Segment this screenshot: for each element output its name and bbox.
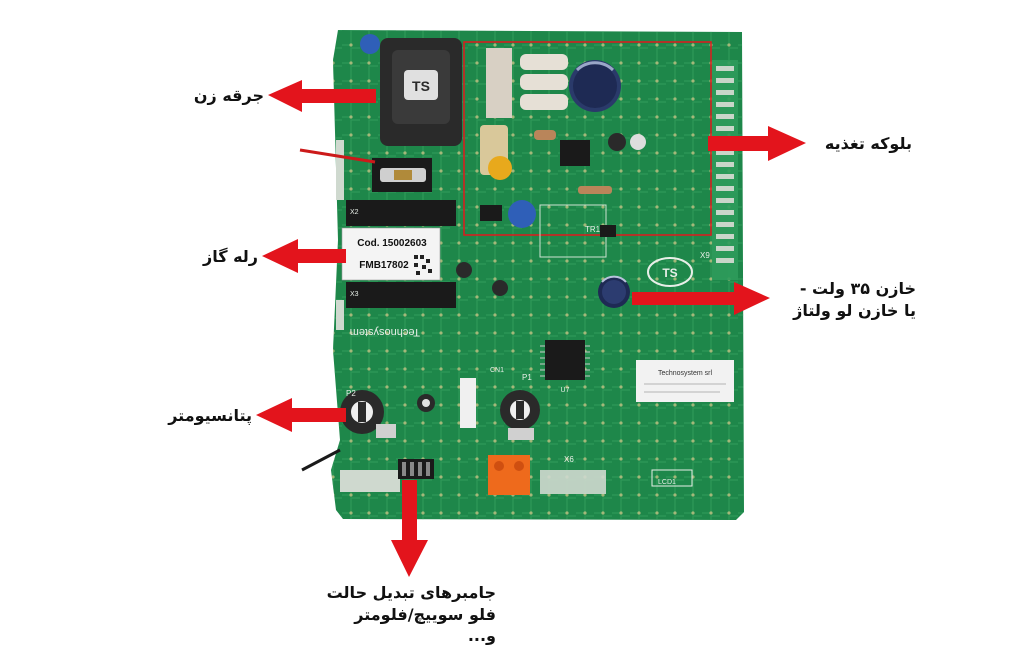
small-capacitor bbox=[456, 262, 472, 278]
bottom-connector bbox=[540, 470, 606, 494]
label-ignition-coil: جرقه زن bbox=[193, 86, 264, 105]
potentiometer-right bbox=[500, 390, 540, 440]
sticker-code: Cod. 15002603 bbox=[357, 238, 427, 249]
lcd1-footprint bbox=[651, 469, 693, 487]
board-logo-text: TS bbox=[662, 266, 677, 280]
potentiometer-left bbox=[340, 390, 396, 438]
board-brand-text: Technosystem bbox=[350, 326, 420, 338]
label-jumpers-line2: فلو سوییچ/فلومتر bbox=[354, 604, 496, 624]
x9-marking: X9 bbox=[700, 251, 710, 260]
sticker-model: FMB17802 bbox=[359, 260, 409, 271]
arrow-potentiometer bbox=[256, 398, 346, 432]
label-jumpers-line3: و... bbox=[467, 626, 496, 646]
p2-marking: P2 bbox=[346, 389, 356, 398]
arrow-jumpers bbox=[391, 480, 428, 577]
info-label-text: Technosystem srl bbox=[658, 370, 713, 377]
label-potentiometer: پتانسیومتر bbox=[168, 406, 252, 425]
jumper-block bbox=[398, 459, 434, 479]
arrow-power-block bbox=[708, 126, 806, 161]
cn1-marking: CN1 bbox=[490, 367, 504, 374]
board-logo: TS bbox=[647, 257, 693, 287]
u7-marking: U7 bbox=[561, 387, 570, 394]
ignition-coil-component: TS bbox=[380, 38, 462, 146]
label-capacitor-line2: یا خازن لو ولتاژ bbox=[793, 300, 916, 320]
p1-marking: P1 bbox=[522, 373, 532, 382]
orange-terminal bbox=[488, 455, 530, 495]
arrow-capacitor bbox=[632, 282, 770, 315]
ignition-logo-text: TS bbox=[412, 78, 430, 94]
small-ic bbox=[600, 225, 616, 237]
label-capacitor: خازن ۳۵ ولت - یا خازن لو ولتاژ bbox=[776, 278, 916, 321]
microcontroller-chip: U7 bbox=[540, 340, 590, 394]
red-wire bbox=[299, 148, 376, 164]
label-power-block: بلوکه تغذیه bbox=[824, 134, 912, 153]
x3-marking: X3 bbox=[350, 291, 359, 298]
x2-marking: X2 bbox=[350, 209, 359, 216]
white-connector bbox=[460, 378, 476, 428]
dark-wire bbox=[301, 448, 341, 472]
small-capacitor bbox=[492, 280, 508, 296]
label-gas-relay: رله گاز bbox=[202, 247, 258, 266]
label-capacitor-line1: خازن ۳۵ ولت - bbox=[799, 279, 916, 298]
label-jumpers: جامبرهای تبدیل حالت فلو سوییچ/فلومتر و..… bbox=[318, 582, 496, 647]
small-ic bbox=[480, 205, 502, 221]
x6-marking: X6 bbox=[564, 455, 574, 464]
fuse-component bbox=[372, 158, 432, 192]
capacitor-35v-component bbox=[598, 275, 630, 308]
arrow-gas-relay bbox=[262, 239, 346, 273]
board-info-label: Technosystem srl bbox=[636, 360, 734, 402]
blue-capacitor-small bbox=[360, 34, 380, 54]
lcd1-marking: LCD1 bbox=[658, 479, 676, 486]
arrow-ignition-coil bbox=[268, 80, 376, 112]
tr1-marking: TR1 bbox=[585, 225, 601, 234]
power-block-components bbox=[480, 48, 646, 228]
relay-components bbox=[346, 200, 456, 308]
annotation-arrows bbox=[256, 80, 806, 577]
label-jumpers-line1: جامبرهای تبدیل حالت bbox=[326, 583, 496, 602]
trimmer bbox=[417, 394, 435, 412]
board-sticker: Cod. 15002603 FMB17802 bbox=[341, 227, 441, 281]
